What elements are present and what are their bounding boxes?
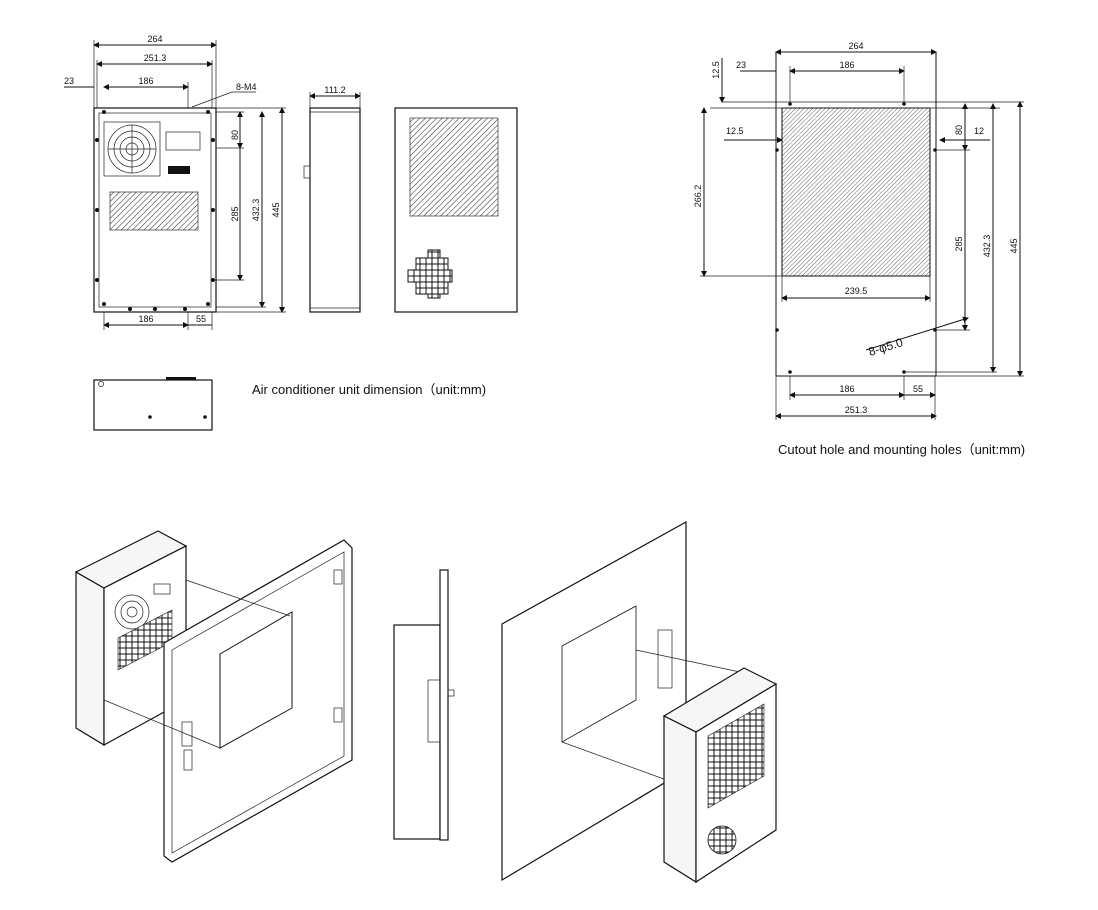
dim-cutout-bottom-251: 251.3 bbox=[845, 405, 868, 415]
dim-unit-offset-23: 23 bbox=[64, 76, 74, 86]
door-cutout-hole bbox=[219, 611, 293, 749]
dim-unit-width-264: 264 bbox=[147, 34, 162, 44]
dim-unit-h432: 432.3 bbox=[251, 199, 261, 222]
dim-cutout-h266: 266.2 bbox=[693, 185, 703, 208]
dim-unit-width-251: 251.3 bbox=[144, 53, 167, 63]
dim-cutout-width-264: 264 bbox=[848, 41, 863, 51]
cutout-panel-view bbox=[700, 49, 1024, 420]
unit-dimension-labels: 264 251.3 186 23 8-M4 80 285 432.3 445 1… bbox=[64, 34, 281, 324]
iso-fan-icon bbox=[114, 594, 150, 630]
display-window bbox=[165, 131, 201, 151]
dim-cutout-right-12: 12 bbox=[974, 126, 984, 136]
dim-cutout-h80: 80 bbox=[954, 125, 964, 135]
dim-unit-bottom-186: 186 bbox=[138, 314, 153, 324]
dim-cutout-h445: 445 bbox=[1009, 238, 1019, 253]
dim-unit-h445: 445 bbox=[271, 202, 281, 217]
isometric-door-left bbox=[103, 539, 353, 863]
iso-grille-icon bbox=[707, 825, 737, 855]
isometric-door-right bbox=[501, 520, 741, 882]
rear-grille-icon bbox=[407, 249, 453, 299]
dim-unit-width-186: 186 bbox=[138, 76, 153, 86]
connector-icon bbox=[168, 166, 190, 174]
isometric-unit-right bbox=[662, 667, 778, 884]
dim-cutout-offset-23: 23 bbox=[736, 60, 746, 70]
dim-unit-h285: 285 bbox=[230, 206, 240, 221]
vent-grille bbox=[109, 191, 199, 231]
dim-cutout-holes: 8-φ5.0 bbox=[867, 335, 905, 359]
dim-cutout-h285: 285 bbox=[954, 236, 964, 251]
dim-cutout-width-239: 239.5 bbox=[845, 286, 868, 296]
cutout-dimension-labels: 264 186 23 12.5 12.5 80 12 266.2 285 432… bbox=[693, 41, 1019, 415]
dim-cutout-h432: 432.3 bbox=[982, 235, 992, 258]
isometric-door-side bbox=[393, 569, 455, 841]
dim-cutout-bottom-186: 186 bbox=[839, 384, 854, 394]
unit-bottom-view bbox=[93, 377, 213, 431]
caption-cutout: Cutout hole and mounting holes（unit:mm) bbox=[778, 442, 1025, 457]
unit-rear-view bbox=[394, 107, 518, 313]
dim-unit-screws: 8-M4 bbox=[236, 82, 257, 92]
dim-unit-bottom-55: 55 bbox=[196, 314, 206, 324]
dim-unit-depth: 111.2 bbox=[324, 85, 345, 95]
dim-cutout-left-12-5: 12.5 bbox=[726, 126, 744, 136]
fan-grille-icon bbox=[103, 121, 161, 177]
iso-vent-grille bbox=[707, 703, 765, 809]
caption-unit-dimension: Air conditioner unit dimension（unit:mm) bbox=[252, 382, 486, 397]
unit-side-view: 111.2 bbox=[303, 85, 361, 313]
door-right-cutout bbox=[561, 605, 637, 743]
dim-cutout-width-186: 186 bbox=[839, 60, 854, 70]
unit-front-view bbox=[64, 40, 286, 330]
dim-unit-h80: 80 bbox=[230, 130, 240, 140]
dim-cutout-top-12-5: 12.5 bbox=[711, 61, 721, 79]
dim-cutout-bottom-55: 55 bbox=[913, 384, 923, 394]
rear-vent-grille bbox=[409, 117, 499, 217]
cutout-hole bbox=[781, 107, 931, 277]
